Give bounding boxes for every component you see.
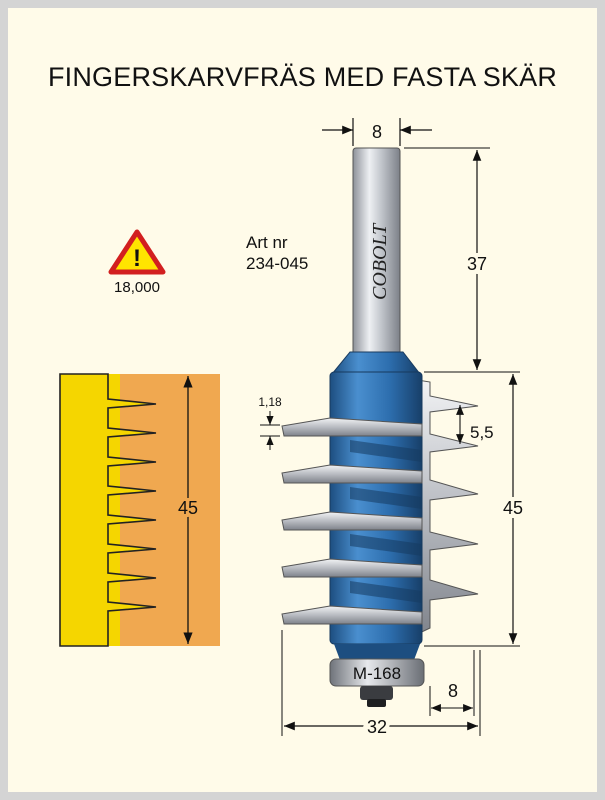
dim-cutter-diameter-value: 32 xyxy=(367,717,387,737)
dim-cutter-height-value: 45 xyxy=(503,498,523,518)
dim-tooth-pitch-value: 5,5 xyxy=(470,423,494,442)
dim-cutter-height: 45 xyxy=(424,374,527,647)
bearing-bolt xyxy=(367,699,386,707)
dim-shank-length: 37 xyxy=(404,147,520,373)
warning-triangle-icon xyxy=(108,229,166,275)
wood-piece-right xyxy=(120,374,220,646)
dim-bearing-offset: 8 xyxy=(429,650,475,716)
warning-sign: ! 18,000 xyxy=(108,229,166,296)
router-bit: COBOLT M-168 xyxy=(281,147,479,707)
model-label: M-168 xyxy=(353,664,401,683)
dim-shank-diameter-value: 8 xyxy=(372,122,382,142)
dim-tooth-pitch: 5,5 xyxy=(456,405,494,444)
brand-text: COBOLT xyxy=(369,222,391,300)
dim-bearing-offset-value: 8 xyxy=(448,681,458,701)
dim-shank-diameter: 8 xyxy=(322,118,432,146)
article-label: Art nr xyxy=(246,233,288,252)
left-teeth xyxy=(281,417,423,625)
bearing xyxy=(360,686,393,700)
dim-joint-height: 45 xyxy=(178,498,198,518)
dim-tooth-thickness: 1,18 xyxy=(258,395,282,450)
body-neck xyxy=(330,351,422,375)
dim-tooth-thickness-value: 1,18 xyxy=(258,395,282,409)
body-base xyxy=(334,644,420,660)
finger-profile xyxy=(59,373,157,647)
dim-cutter-diameter: 32 xyxy=(281,630,481,741)
dim-shank-length-value: 37 xyxy=(467,254,487,274)
cutter-body xyxy=(329,371,423,645)
article-number: 234-045 xyxy=(246,254,308,273)
page-title: FINGERSKARVFRÄS MED FASTA SKÄR xyxy=(47,62,558,92)
finger-joint-illustration: 45 xyxy=(59,373,220,647)
warning-exclamation: ! xyxy=(133,245,141,272)
flute-shading xyxy=(350,440,422,603)
max-speed-label: 18,000 xyxy=(114,279,160,296)
